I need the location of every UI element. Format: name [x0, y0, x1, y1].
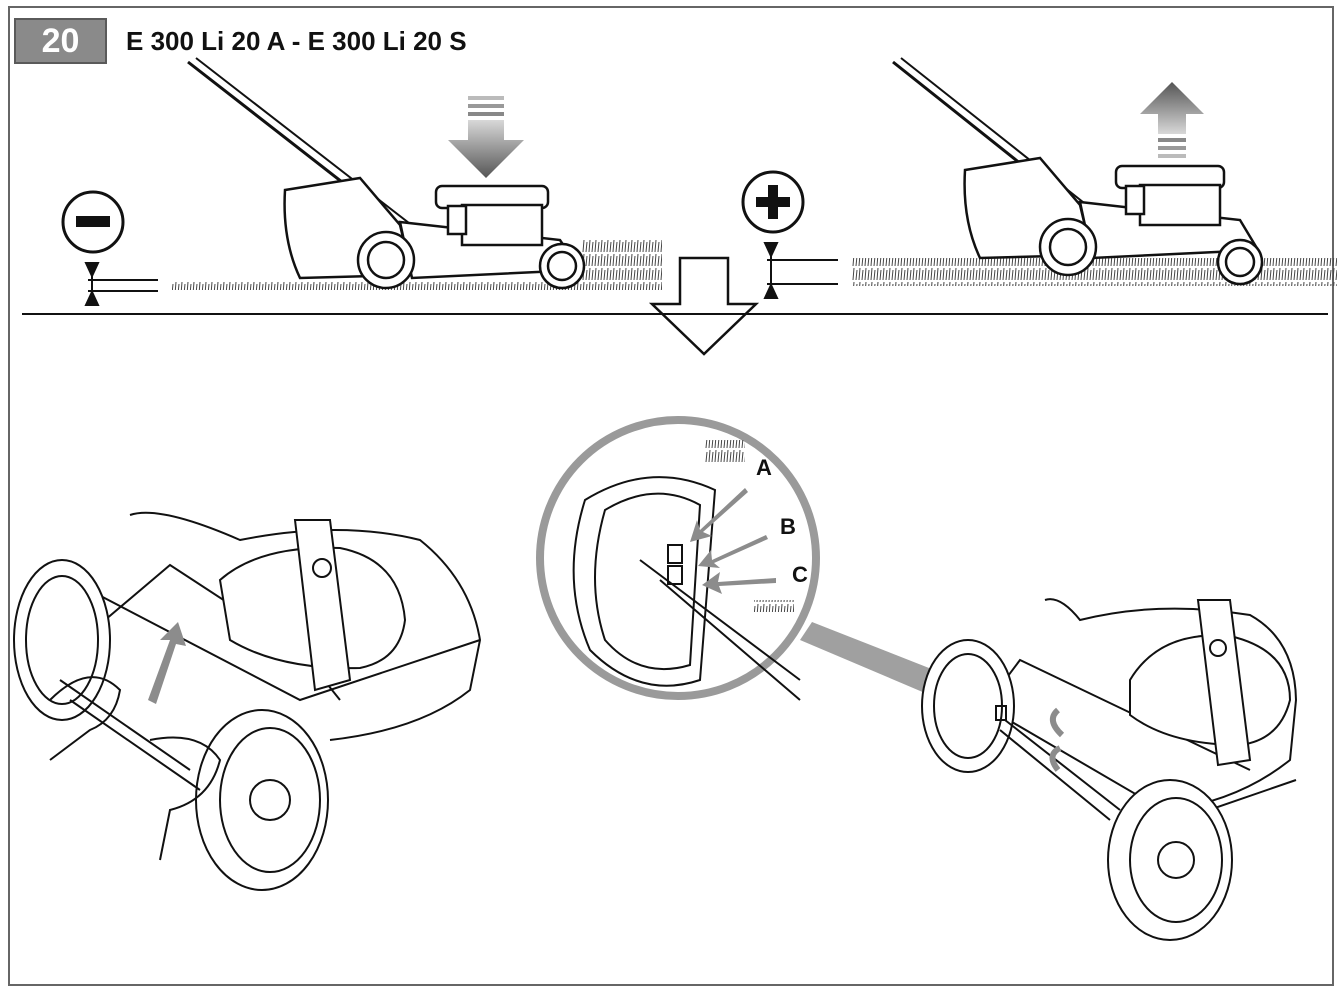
adjuster-label-c: C [792, 562, 808, 587]
lift-arrow-icon [148, 622, 186, 704]
high-height-gauge [763, 242, 838, 299]
tall-grass-right [852, 258, 1337, 286]
tall-grass [582, 240, 662, 290]
figure-frame [8, 6, 1334, 986]
mower-underside-right [921, 598, 1298, 941]
mower-underside-left [13, 511, 482, 891]
plus-circle-icon [741, 170, 805, 234]
adjuster-label-b: B [780, 514, 796, 539]
outline-down-arrow-icon [648, 256, 760, 356]
minus-circle-icon [61, 190, 125, 254]
figure-number-badge: 20 [14, 18, 107, 64]
up-arrow-icon [1140, 82, 1204, 158]
zoom-callout [536, 416, 990, 710]
down-arrow-icon [448, 96, 524, 178]
raised-mower-icon [892, 57, 1264, 286]
adjuster-label-a: A [756, 455, 772, 480]
lowered-mower-icon [187, 57, 586, 290]
model-title: E 300 Li 20 A - E 300 Li 20 S [126, 26, 467, 56]
low-height-gauge [84, 262, 158, 306]
rotate-arrow-icon [1049, 707, 1065, 772]
